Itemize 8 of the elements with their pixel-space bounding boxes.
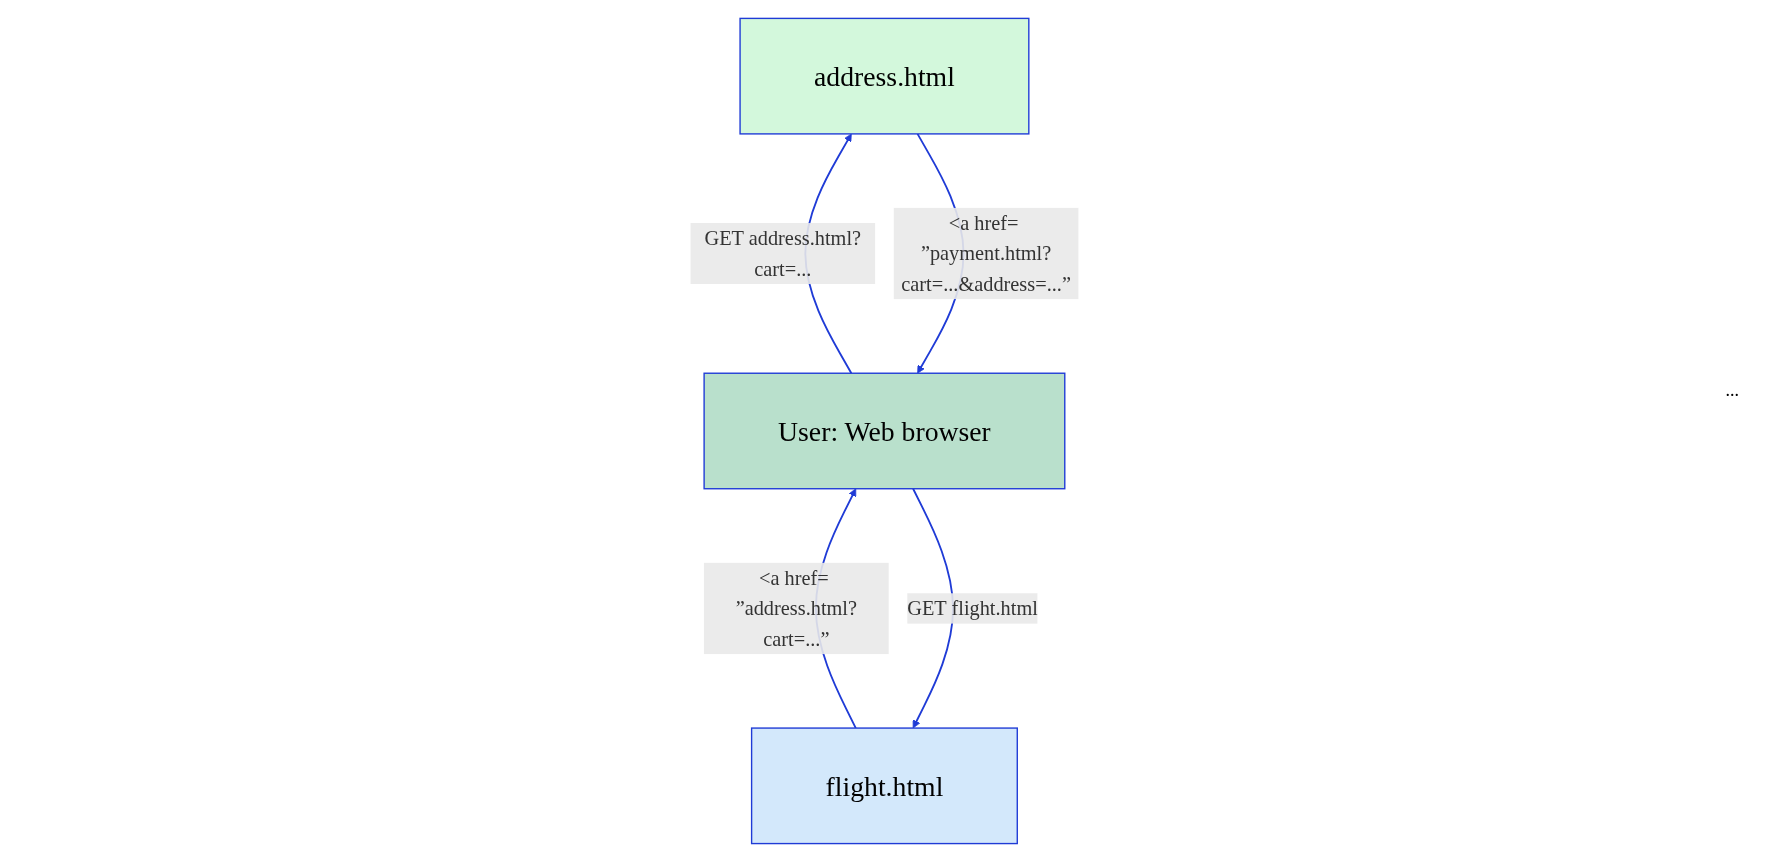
edge-label: GET flight.html xyxy=(907,596,1038,620)
note-text: ... xyxy=(1725,380,1739,401)
edge-label: <a href= ”payment.html?cart=...&address=...” xyxy=(901,211,1071,296)
node-box: flight.html xyxy=(750,726,1019,844)
node-box: address.html xyxy=(739,17,1030,135)
edge-label: <a href= ”address.html?cart=...” xyxy=(735,565,858,650)
node-box: User: Web browser xyxy=(703,372,1066,489)
edge-label: GET address.html?cart=... xyxy=(704,226,862,280)
